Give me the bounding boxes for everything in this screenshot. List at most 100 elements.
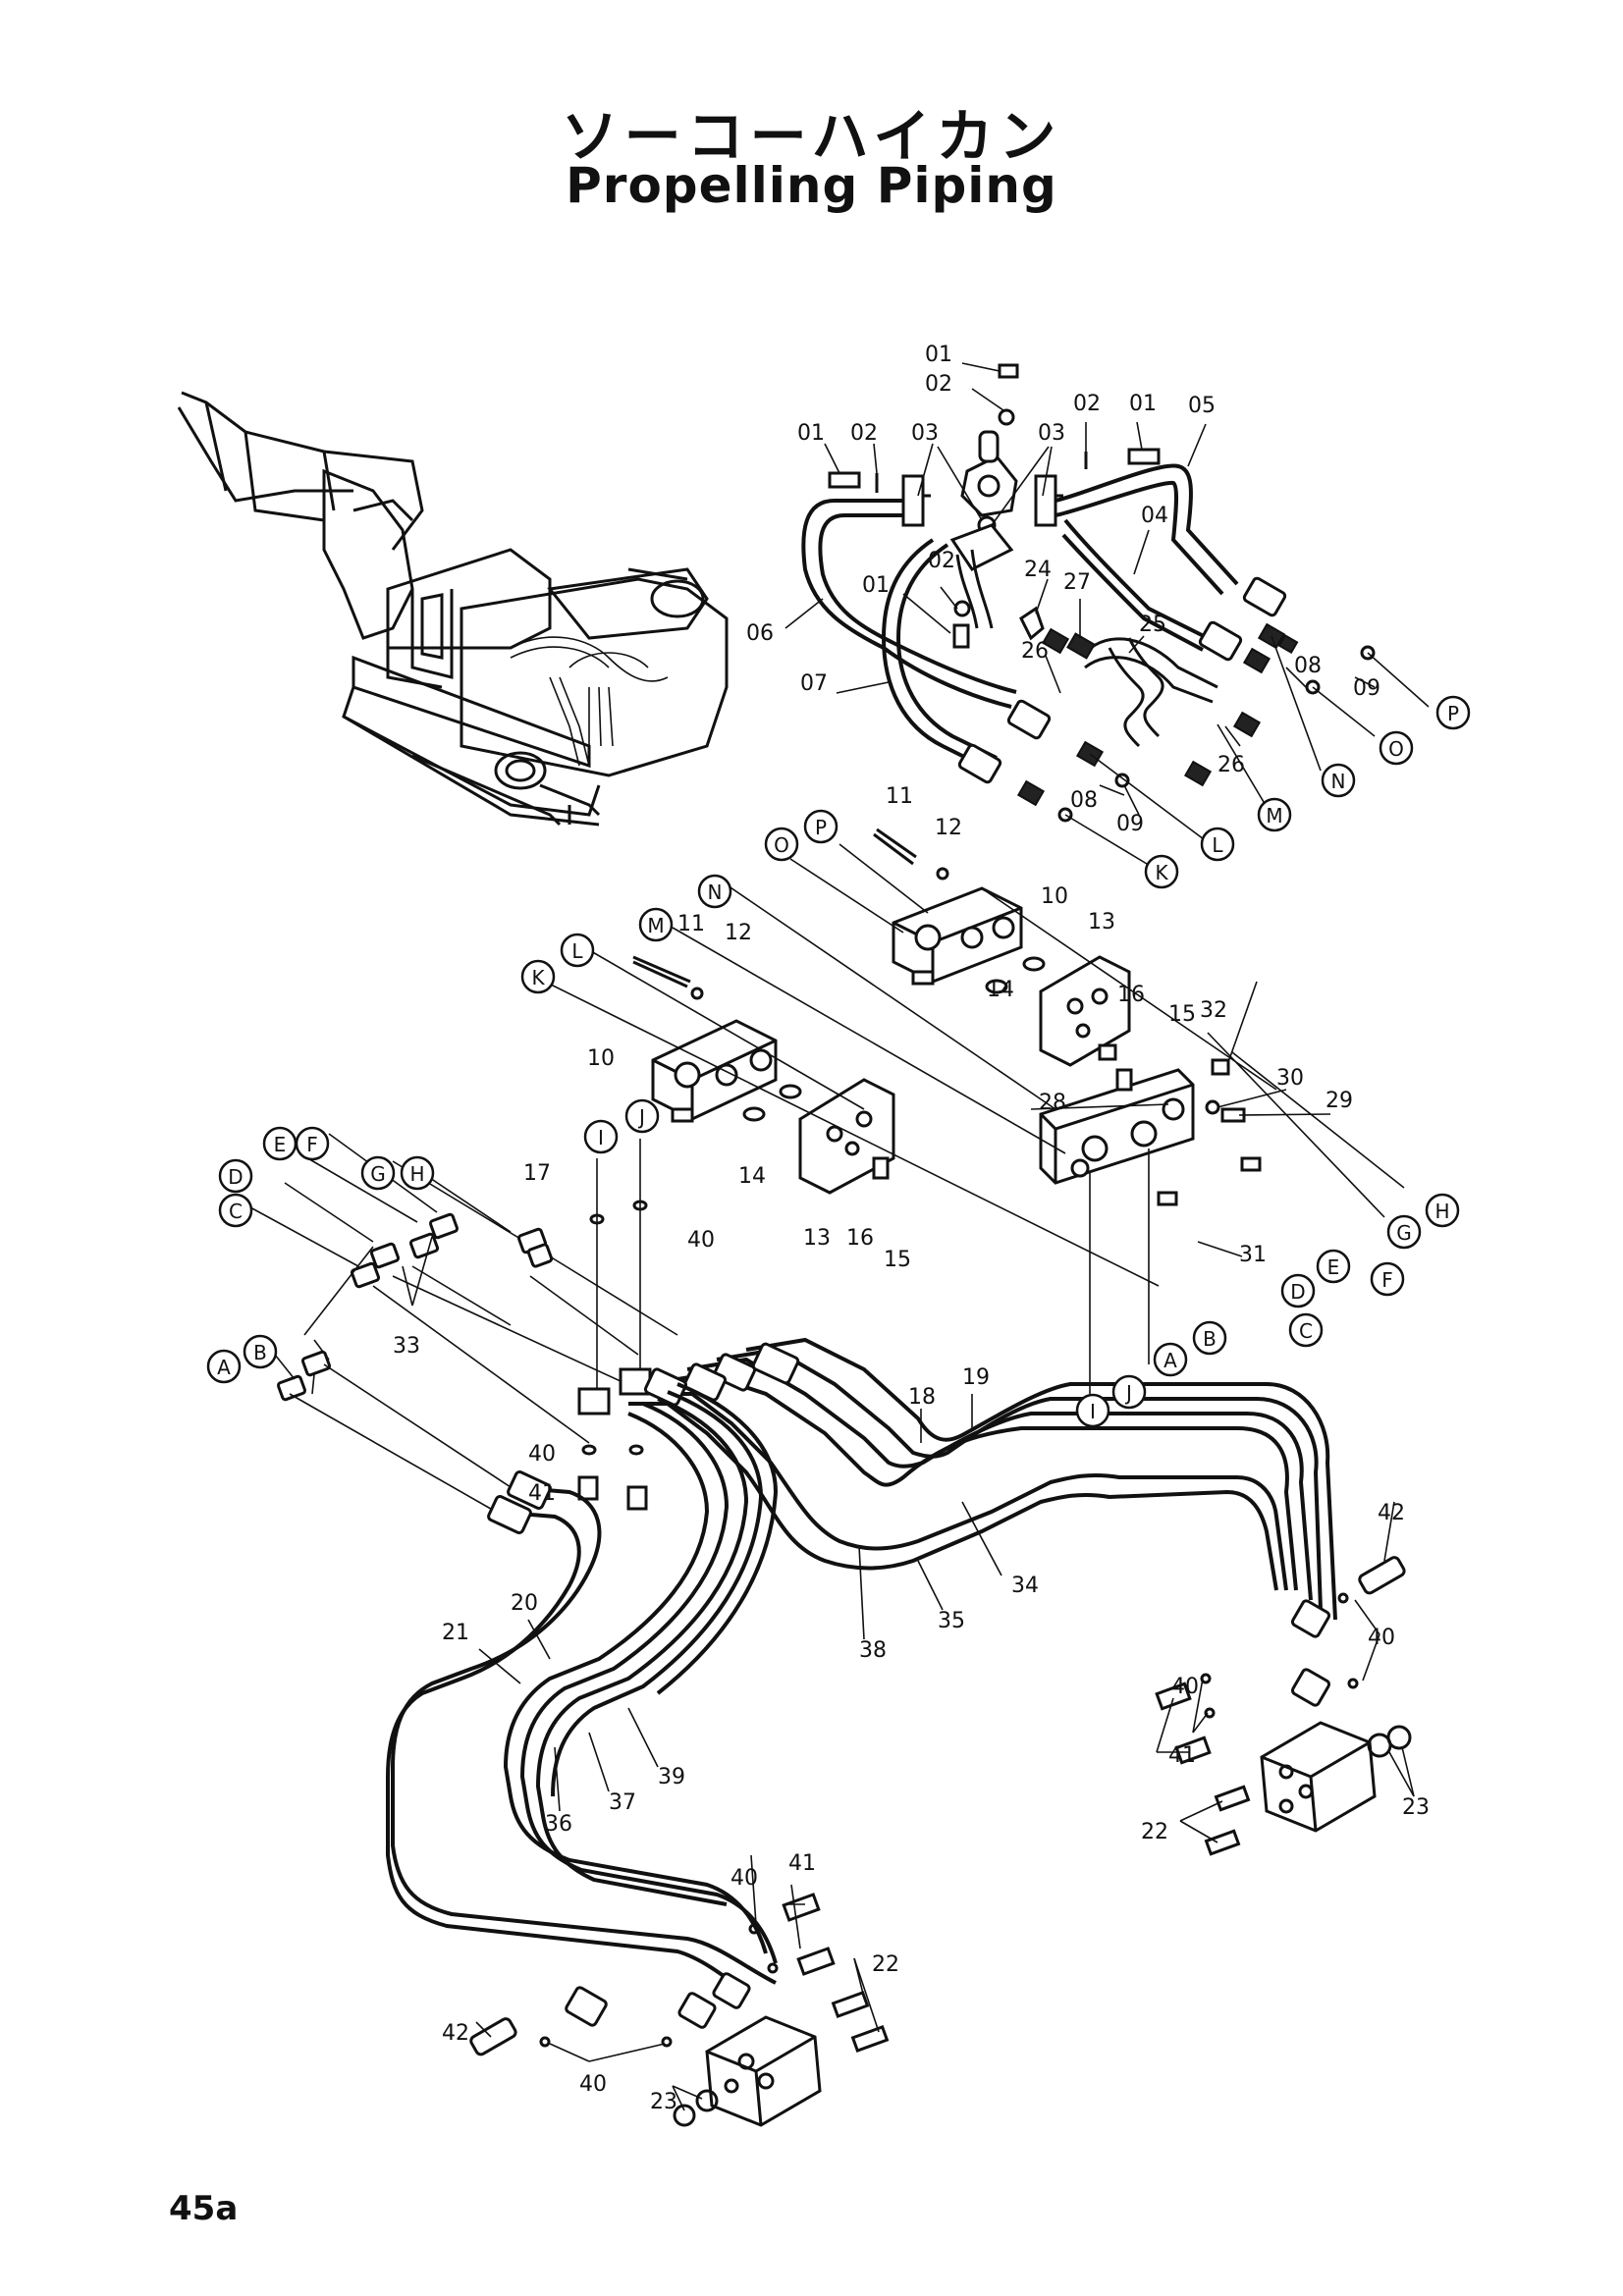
connection-letter: G: [370, 1162, 386, 1186]
connection-letter: C: [1299, 1319, 1313, 1343]
connection-letter: B: [1203, 1327, 1217, 1351]
connection-letter: O: [774, 833, 789, 857]
part-number-label: 40: [579, 2072, 607, 2097]
connection-callout-k: K: [520, 959, 556, 994]
part-number-label: 29: [1325, 1089, 1353, 1113]
part-number-label: 21: [442, 1621, 469, 1645]
page-number: 45a: [169, 2189, 239, 2228]
connection-letter: P: [1447, 702, 1459, 725]
part-number-label: 16: [846, 1226, 874, 1251]
part-number-label: 19: [962, 1365, 990, 1390]
part-number-label: 02: [928, 549, 955, 573]
connection-callout-l: L: [1200, 827, 1235, 862]
part-number-label: 01: [862, 573, 890, 598]
diagram-title-english: Propelling Piping: [566, 157, 1057, 214]
part-number-label: 34: [1011, 1574, 1039, 1598]
part-number-label: 40: [528, 1442, 556, 1467]
connection-letter: A: [217, 1356, 231, 1379]
connection-letter: J: [637, 1105, 645, 1129]
part-number-label: 40: [730, 1866, 758, 1891]
part-number-label: 02: [850, 421, 878, 446]
part-number-label: 25: [1139, 613, 1166, 637]
connection-callout-i: I: [583, 1119, 619, 1154]
part-number-label: 24: [1024, 558, 1052, 582]
connection-callout-e: E: [262, 1126, 298, 1161]
part-number-label: 26: [1021, 639, 1049, 664]
part-number-label: 38: [859, 1638, 887, 1663]
connection-callout-h: H: [1425, 1193, 1460, 1228]
part-number-label: 40: [687, 1228, 715, 1253]
part-number-label: 13: [1088, 910, 1115, 934]
part-number-label: 01: [797, 421, 825, 446]
part-number-label: 14: [987, 978, 1014, 1002]
connection-letter: M: [647, 914, 664, 937]
connection-letter: G: [1396, 1221, 1412, 1245]
connection-letter: O: [1388, 737, 1404, 761]
part-number-label: 23: [650, 2090, 677, 2114]
part-number-label: 12: [725, 921, 752, 945]
connection-letter: D: [228, 1165, 243, 1189]
part-number-label: 08: [1294, 654, 1322, 678]
connection-callout-o: O: [764, 827, 799, 862]
connection-letter: L: [1212, 833, 1223, 857]
part-number-label: 26: [1217, 753, 1245, 777]
connection-letter: N: [1331, 770, 1346, 793]
part-number-label: 41: [528, 1481, 556, 1506]
connection-callout-c: C: [218, 1193, 253, 1228]
part-number-label: 41: [788, 1851, 816, 1876]
connection-callout-g: G: [1386, 1214, 1422, 1250]
connection-callout-f: F: [1370, 1261, 1405, 1297]
part-number-label: 33: [393, 1334, 420, 1359]
part-number-label: 06: [746, 621, 774, 646]
connection-callout-j: J: [1111, 1374, 1147, 1410]
part-number-label: 03: [911, 421, 939, 446]
part-number-label: 12: [935, 816, 962, 840]
part-number-label: 17: [523, 1161, 551, 1186]
part-number-label: 27: [1063, 570, 1091, 595]
part-number-label: 07: [800, 671, 828, 696]
part-number-label: 39: [658, 1765, 685, 1789]
part-number-label: 10: [1041, 884, 1068, 909]
connection-letter: H: [409, 1162, 424, 1186]
part-number-label: 14: [738, 1164, 766, 1189]
connection-callout-p: P: [1435, 695, 1471, 730]
connection-letter: K: [1155, 861, 1168, 884]
part-number-label: 37: [609, 1790, 636, 1815]
connection-letter: E: [1327, 1255, 1340, 1279]
connection-callout-d: D: [1280, 1273, 1316, 1308]
excavator-illustration: [177, 391, 729, 827]
part-number-label: 09: [1116, 812, 1144, 836]
connection-letter: J: [1124, 1381, 1132, 1405]
part-number-label: 20: [511, 1591, 538, 1616]
part-number-label: 41: [1168, 1743, 1196, 1768]
connection-callout-f: F: [295, 1126, 330, 1161]
connection-letter: M: [1266, 804, 1282, 828]
connection-callout-m: M: [638, 907, 674, 942]
part-number-label: 22: [872, 1952, 899, 1977]
part-number-label: 02: [925, 372, 952, 397]
part-number-label: 30: [1276, 1066, 1304, 1091]
connection-callout-h: H: [400, 1155, 435, 1191]
connection-callout-i: I: [1075, 1393, 1110, 1428]
part-number-label: 11: [886, 784, 913, 809]
connection-letter: B: [253, 1341, 267, 1364]
connection-letter: K: [531, 966, 545, 989]
part-number-label: 10: [587, 1046, 615, 1071]
part-number-label: 08: [1070, 788, 1098, 813]
part-number-label: 16: [1117, 983, 1145, 1007]
connection-callout-g: G: [360, 1155, 396, 1191]
swivel-valve-blocks: [544, 828, 1405, 1394]
part-number-label: 15: [1168, 1002, 1196, 1027]
part-number-label: 42: [1378, 1501, 1405, 1525]
part-number-label: 36: [545, 1812, 572, 1837]
connection-callout-n: N: [697, 874, 732, 909]
part-number-label: 42: [442, 2021, 469, 2046]
connection-letter: H: [1434, 1200, 1449, 1223]
part-number-label: 31: [1239, 1243, 1267, 1267]
part-number-label: 01: [925, 343, 952, 367]
connection-letter: D: [1290, 1280, 1305, 1304]
part-number-label: 03: [1038, 421, 1065, 446]
